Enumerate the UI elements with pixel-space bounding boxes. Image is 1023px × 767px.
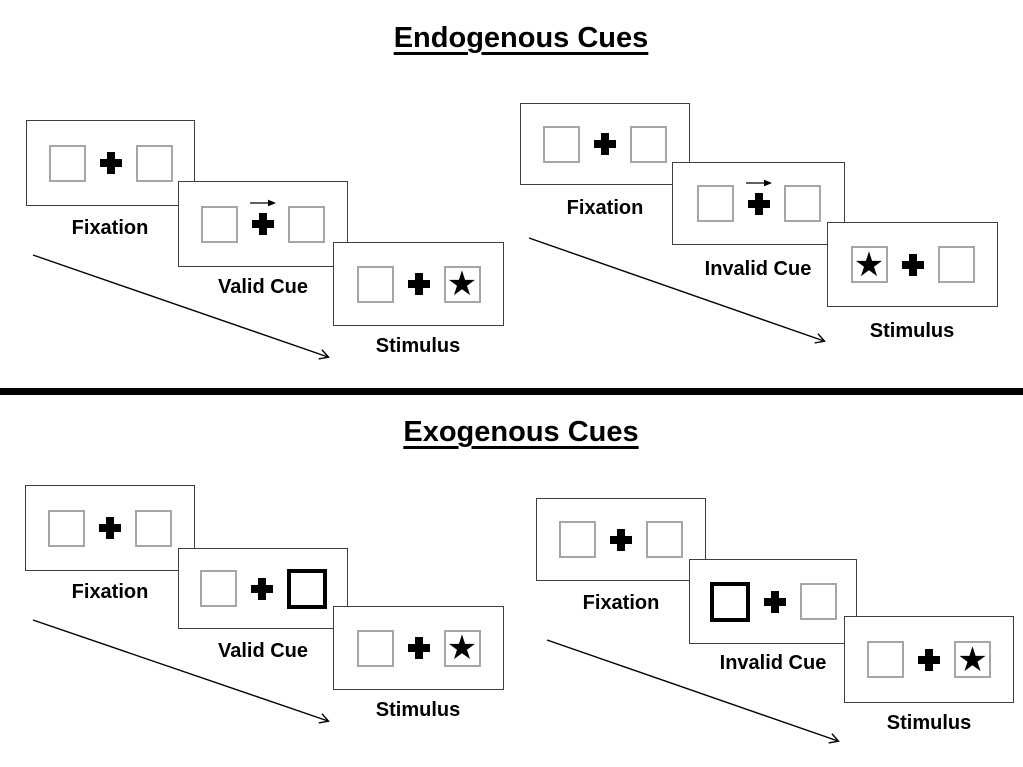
right-stimulus-box bbox=[288, 205, 325, 243]
fixation-cross-icon bbox=[918, 648, 940, 671]
fixation-panel bbox=[25, 485, 195, 571]
left-stimulus-box bbox=[709, 581, 750, 622]
left-stimulus-box bbox=[356, 629, 394, 667]
fixation-cross-icon bbox=[407, 637, 430, 659]
endogenous-section-title: Endogenous Cues bbox=[393, 22, 649, 54]
invalid-cue-panel bbox=[689, 559, 857, 644]
center-group bbox=[901, 253, 924, 276]
center-group bbox=[594, 133, 616, 155]
left-stimulus-box: ★ bbox=[850, 246, 888, 283]
fixation-cross-icon bbox=[594, 133, 616, 155]
center-group bbox=[407, 637, 430, 659]
right-stimulus-box bbox=[630, 125, 667, 163]
left-stimulus-box bbox=[543, 125, 580, 163]
right-stimulus-box bbox=[135, 509, 172, 547]
center-group bbox=[610, 528, 632, 551]
left-stimulus-box bbox=[199, 570, 237, 607]
cue-arrow-icon bbox=[250, 199, 276, 207]
panel-label: Valid Cue bbox=[217, 276, 309, 298]
fixation-cross-icon bbox=[610, 528, 632, 551]
left-stimulus-box bbox=[48, 144, 86, 182]
right-stimulus-box bbox=[783, 185, 821, 222]
timeline-arrow-endogenous-invalid bbox=[528, 237, 826, 344]
fixation-cross-icon bbox=[99, 152, 122, 174]
fixation-cross-icon bbox=[250, 577, 273, 600]
fixation-cross-icon bbox=[252, 213, 274, 235]
panel-label: Stimulus bbox=[869, 320, 955, 342]
center-group bbox=[99, 517, 121, 539]
center-group bbox=[250, 577, 273, 600]
panel-label: Stimulus bbox=[375, 335, 461, 357]
stimulus-panel: ★ bbox=[333, 606, 504, 690]
center-group bbox=[745, 179, 772, 215]
center-group bbox=[407, 273, 430, 295]
right-stimulus-box bbox=[646, 521, 683, 558]
center-group bbox=[763, 590, 786, 613]
panel-label: Invalid Cue bbox=[704, 258, 812, 280]
fixation-cross-icon bbox=[99, 517, 121, 539]
invalid-cue-panel bbox=[672, 162, 845, 245]
cue-arrow-icon bbox=[745, 179, 772, 186]
panel-label: Fixation bbox=[582, 592, 660, 614]
fixation-cross-icon bbox=[407, 273, 430, 295]
left-stimulus-box bbox=[559, 521, 596, 558]
panel-label: Invalid Cue bbox=[719, 652, 827, 674]
section-divider bbox=[0, 388, 1023, 395]
panel-label: Valid Cue bbox=[217, 640, 309, 662]
right-stimulus-box: ★ bbox=[443, 629, 481, 667]
left-stimulus-box bbox=[356, 265, 394, 303]
stimulus-panel: ★ bbox=[827, 222, 998, 307]
left-stimulus-box bbox=[867, 641, 904, 678]
center-group bbox=[918, 648, 940, 671]
panel-label: Stimulus bbox=[886, 712, 972, 734]
fixation-cross-icon bbox=[763, 590, 786, 613]
fixation-panel bbox=[26, 120, 195, 206]
panel-label: Fixation bbox=[566, 197, 644, 219]
right-stimulus-box bbox=[799, 583, 837, 620]
left-stimulus-box bbox=[48, 509, 85, 547]
exogenous-section-title: Exogenous Cues bbox=[403, 416, 639, 448]
left-stimulus-box bbox=[696, 185, 734, 222]
timeline-arrow-exogenous-invalid bbox=[546, 639, 840, 744]
left-stimulus-box bbox=[201, 205, 238, 243]
right-stimulus-box bbox=[135, 144, 173, 182]
fixation-cross-icon bbox=[901, 253, 924, 276]
valid-cue-panel bbox=[178, 548, 348, 629]
right-stimulus-box: ★ bbox=[954, 641, 991, 678]
valid-cue-panel bbox=[178, 181, 348, 267]
stimulus-panel: ★ bbox=[844, 616, 1014, 703]
right-stimulus-box bbox=[286, 568, 327, 609]
timeline-arrow-exogenous-valid bbox=[32, 619, 330, 724]
panel-label: Fixation bbox=[71, 217, 149, 239]
fixation-panel bbox=[520, 103, 690, 185]
panel-label: Stimulus bbox=[375, 699, 461, 721]
fixation-cross-icon bbox=[747, 192, 770, 215]
right-stimulus-box bbox=[937, 246, 975, 283]
panel-label: Fixation bbox=[71, 581, 149, 603]
right-stimulus-box: ★ bbox=[443, 265, 481, 303]
stimulus-panel: ★ bbox=[333, 242, 504, 326]
fixation-panel bbox=[536, 498, 706, 581]
center-group bbox=[250, 199, 276, 235]
center-group bbox=[99, 152, 122, 174]
timeline-arrow-endogenous-valid bbox=[32, 254, 330, 360]
